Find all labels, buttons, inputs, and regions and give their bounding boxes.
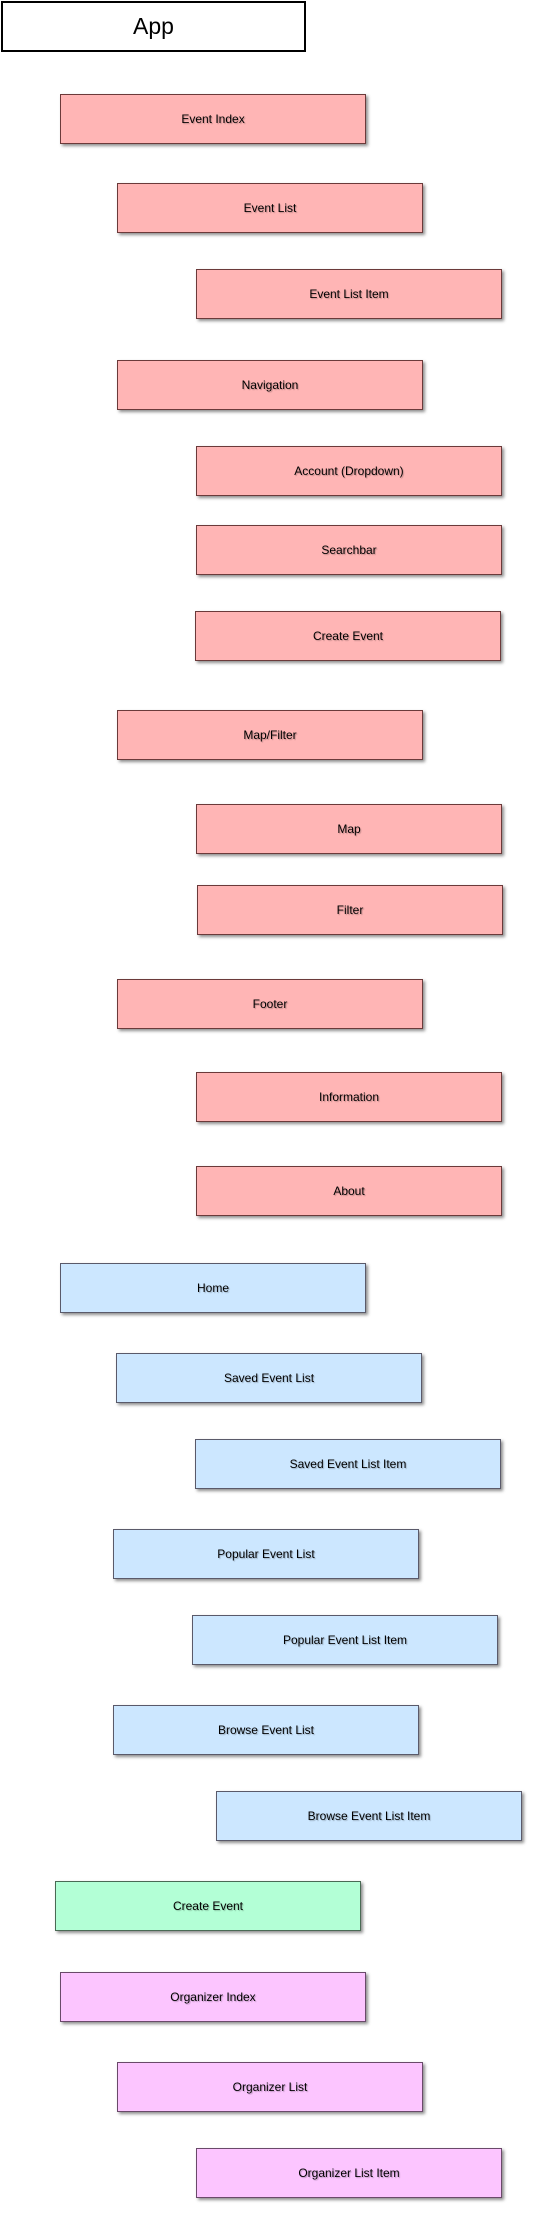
component-node: Account (Dropdown) xyxy=(196,446,502,496)
app-root-node: App xyxy=(1,1,306,52)
component-node: Browse Event List xyxy=(113,1705,419,1755)
component-node: Popular Event List Item xyxy=(192,1615,498,1665)
component-node: Event Index xyxy=(60,94,366,144)
component-node: Saved Event List xyxy=(116,1353,422,1403)
component-node: Searchbar xyxy=(196,525,502,575)
component-node: About xyxy=(196,1166,502,1216)
component-node: Navigation xyxy=(117,360,423,410)
component-node: Browse Event List Item xyxy=(216,1791,522,1841)
component-node: Organizer Index xyxy=(60,1972,366,2022)
component-node: Map/Filter xyxy=(117,710,423,760)
component-node: Home xyxy=(60,1263,366,1313)
component-node: Organizer List xyxy=(117,2062,423,2112)
component-node: Map xyxy=(196,804,502,854)
component-node: Footer xyxy=(117,979,423,1029)
component-node: Event List Item xyxy=(196,269,502,319)
component-node: Organizer List Item xyxy=(196,2148,502,2198)
component-node: Create Event xyxy=(195,611,501,661)
component-node: Information xyxy=(196,1072,502,1122)
component-node: Filter xyxy=(197,885,503,935)
component-node: Popular Event List xyxy=(113,1529,419,1579)
component-node: Event List xyxy=(117,183,423,233)
component-node: Saved Event List Item xyxy=(195,1439,501,1489)
component-node: Create Event xyxy=(55,1881,361,1931)
